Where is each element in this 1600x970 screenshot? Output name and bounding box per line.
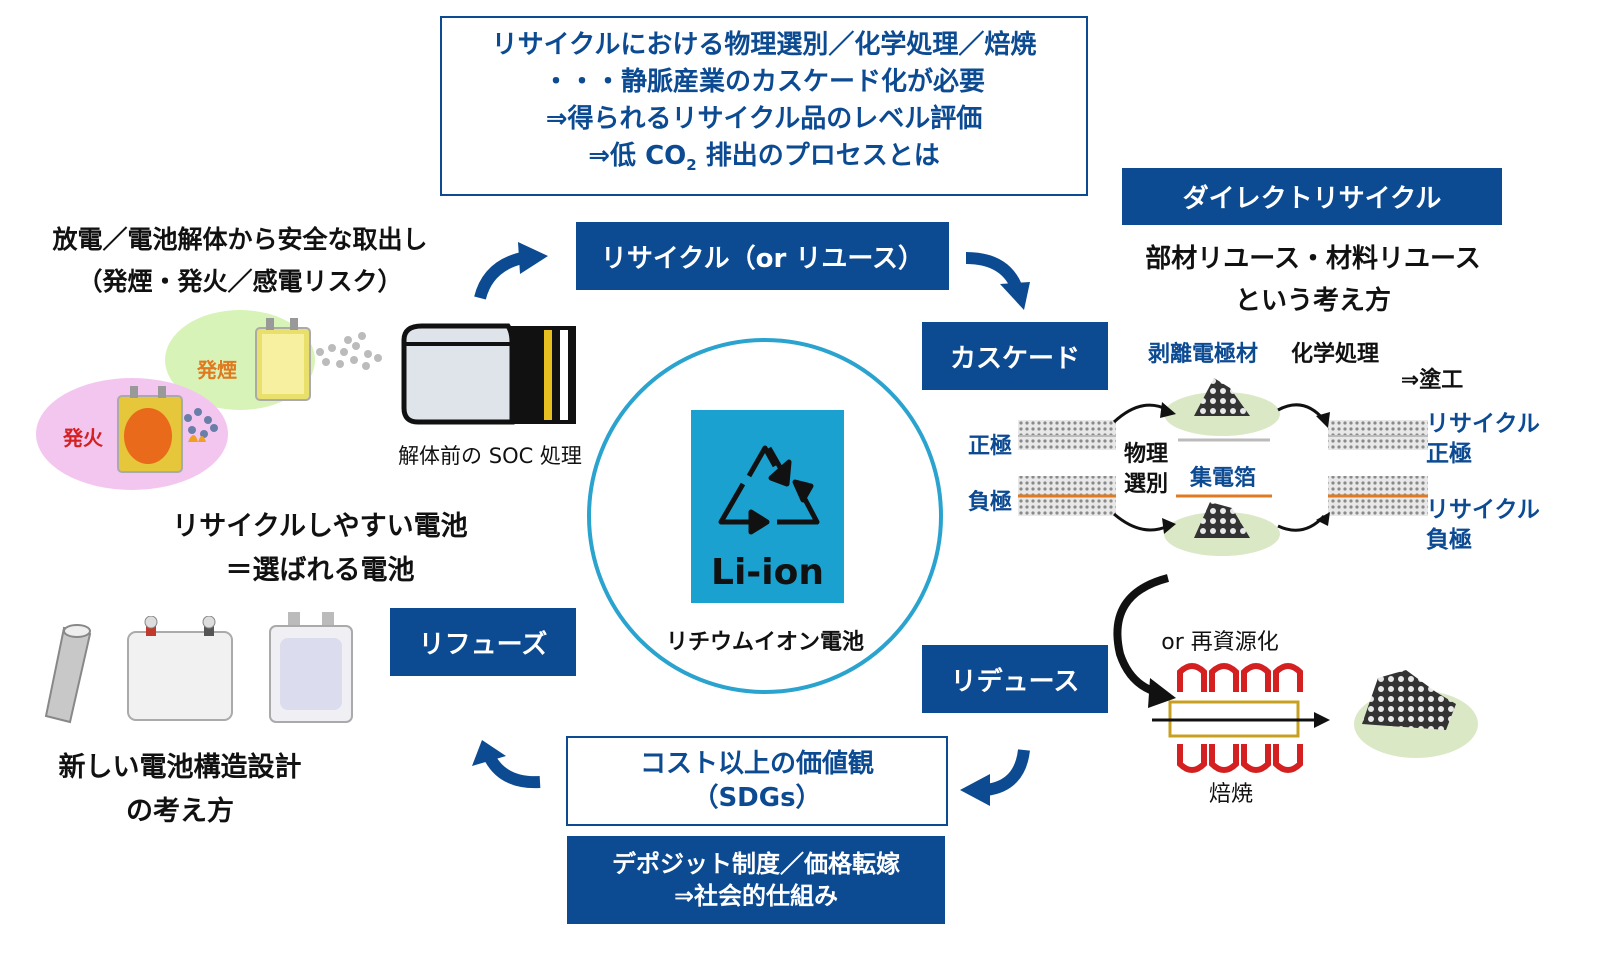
roasting-label: 焙焼	[1208, 782, 1253, 807]
negative-label: 負極	[967, 490, 1012, 515]
battery-hazard-illustration	[36, 310, 382, 490]
li-ion-logo: Li-ion	[691, 410, 844, 603]
cylindrical-battery-icon	[44, 624, 92, 724]
peeled-label: 剥離電極材	[1147, 342, 1258, 367]
recycle-pos-label-2: 正極	[1426, 441, 1472, 467]
top-issue-line-2: ・・・静脈産業のカスケード化が必要	[542, 67, 985, 98]
recycle-neg-label-2: 負極	[1426, 527, 1472, 553]
top-issue-line-1: リサイクルにおける物理選別／化学処理／焙焼	[491, 30, 1037, 61]
direct-recycle-box: ダイレクトリサイクル	[1122, 168, 1502, 225]
value-box: コスト以上の価値観 （SDGs）	[566, 736, 948, 826]
center-caption: リチウムイオン電池	[665, 630, 864, 655]
pouch-battery-icon	[269, 612, 353, 723]
top-issue-line-4: ⇒低 CO2 排出のプロセスとは	[588, 141, 940, 175]
safe-removal-line-1: 放電／電池解体から安全な取出し	[52, 225, 428, 254]
refuse-box: リフューズ	[390, 608, 576, 676]
physical-label-1: 物理	[1123, 442, 1168, 467]
arrow-up-right-icon	[474, 242, 548, 300]
positive-label: 正極	[967, 434, 1012, 459]
arrow-up-left-icon	[472, 740, 541, 789]
deposit-box: デポジット制度／価格転嫁 ⇒社会的仕組み	[567, 836, 945, 924]
physical-label-2: 選別	[1123, 472, 1168, 497]
recycle-pos-label-1: リサイクル	[1426, 411, 1540, 437]
safe-removal-line-2: （発煙・発火／感電リスク）	[77, 267, 403, 296]
new-design-line-2: の考え方	[126, 796, 234, 827]
roasting-diagram	[1113, 574, 1478, 773]
arrow-down-left-icon	[960, 749, 1030, 806]
easy-battery-line-1: リサイクルしやすい電池	[172, 511, 468, 542]
smoke-label: 発煙	[197, 358, 237, 382]
top-issue-line-3: ⇒得られるリサイクル品のレベル評価	[545, 104, 983, 135]
fire-label: 発火	[63, 426, 103, 450]
coat-label: ⇒塗工	[1400, 368, 1464, 393]
recycle-neg-label-1: リサイクル	[1426, 497, 1540, 523]
recycle-box: リサイクル（or リユース）	[576, 222, 949, 290]
recycle-icon	[718, 445, 820, 535]
top-issue-box: リサイクルにおける物理選別／化学処理／焙焼 ・・・静脈産業のカスケード化が必要 …	[440, 16, 1088, 196]
soc-label: 解体前の SOC 処理	[398, 444, 582, 468]
li-ion-text: Li-ion	[711, 552, 824, 593]
soc-battery-icon	[401, 323, 576, 425]
new-design-line-1: 新しい電池構造設計	[58, 752, 302, 783]
or-regeneration-label: or 再資源化	[1161, 630, 1279, 655]
arrow-down-right-icon	[965, 252, 1030, 310]
reduce-box: リデュース	[922, 645, 1108, 713]
foil-label: 集電箔	[1189, 466, 1256, 491]
direct-recycle-line-2: という考え方	[1234, 286, 1391, 316]
easy-battery-line-2: ＝選ばれる電池	[225, 555, 415, 586]
cascade-box: カスケード	[922, 322, 1108, 390]
cascade-electrode-diagram	[1018, 378, 1428, 556]
chem-label: 化学処理	[1290, 342, 1379, 367]
direct-recycle-line-1: 部材リユース・材料リユース	[1145, 244, 1481, 274]
prismatic-battery-icon	[127, 616, 233, 721]
